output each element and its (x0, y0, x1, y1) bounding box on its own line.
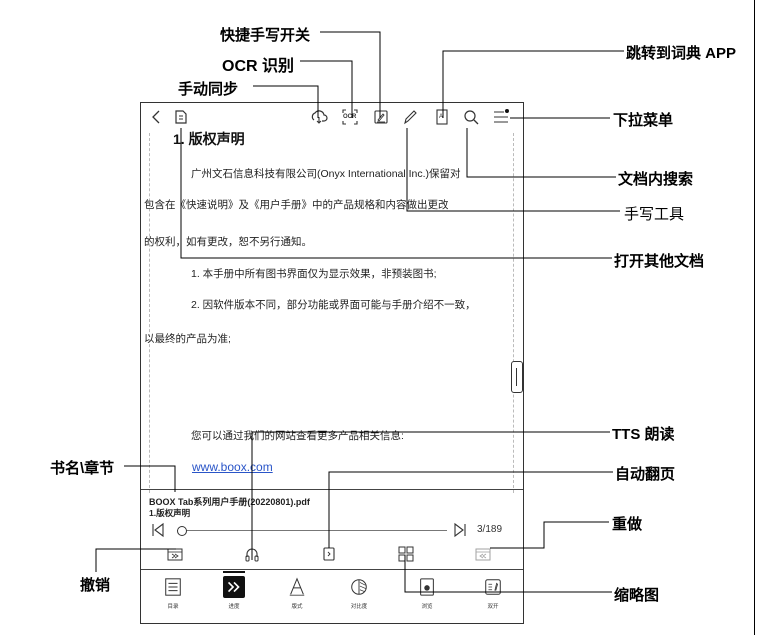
page-indicator: 3/189 (477, 524, 503, 535)
open-document-icon[interactable] (171, 107, 191, 127)
website-link[interactable]: www.boox.com (192, 460, 273, 474)
callout-auto-page (328, 471, 613, 548)
chapter-name: 1.版权声明 (149, 508, 191, 518)
side-drag-handle[interactable] (511, 361, 523, 393)
label-doc-search: 文档内搜索 (618, 171, 694, 188)
bottom-bar-divider (141, 569, 523, 570)
label-book-chapter: 书名\章节 (50, 460, 115, 477)
right-margin-guide (513, 133, 514, 493)
label-handwriting-tool: 手写工具 (624, 206, 685, 223)
layout-icon[interactable] (286, 576, 308, 598)
quick-handwriting-icon[interactable] (371, 107, 391, 127)
footer-divider (141, 489, 523, 490)
toc-icon[interactable] (162, 576, 184, 598)
tab-split-label: 双开 (487, 604, 499, 610)
label-auto-page: 自动翻页 (615, 466, 676, 483)
sync-icon[interactable] (309, 107, 329, 127)
callout-redo (490, 521, 609, 549)
label-quick-handwriting: 快捷手写开关 (220, 27, 311, 44)
pen-icon[interactable] (400, 107, 420, 127)
progress-knob[interactable] (177, 526, 187, 536)
ocr-icon-text: OCR (343, 114, 357, 120)
label-open-other-doc: 打开其他文档 (614, 253, 705, 270)
thumbnail-icon[interactable] (398, 546, 414, 562)
menu-icon[interactable] (491, 107, 511, 127)
callout-dictionary (442, 50, 624, 118)
label-undo: 撤销 (80, 577, 111, 594)
label-dictionary: 跳转到词典 APP (626, 45, 737, 62)
tab-contrast-label: 对比度 (350, 604, 368, 610)
contrast-icon[interactable] (348, 576, 370, 598)
split-view-icon[interactable] (482, 576, 504, 598)
callout-open-doc (180, 128, 612, 259)
book-title: BOOX Tab系列用户手册(20220801).pdf (149, 497, 310, 507)
first-page-icon[interactable] (151, 522, 165, 538)
dictionary-icon[interactable]: A (432, 107, 452, 127)
document-line: 您可以通过我们的网站查看更多产品相关信息: (191, 430, 404, 442)
browse-icon[interactable] (416, 576, 438, 598)
tab-layout-label: 版式 (291, 604, 303, 610)
label-redo: 重做 (612, 516, 643, 533)
progress-slider[interactable] (177, 526, 447, 536)
last-page-icon[interactable] (453, 522, 467, 538)
back-icon[interactable] (147, 107, 167, 127)
undo-icon[interactable] (167, 546, 183, 562)
callout-thumbnail (404, 555, 612, 593)
progress-tab-icon[interactable] (223, 576, 245, 598)
document-heading: 1. 版权声明 (173, 131, 245, 147)
callout-search (466, 128, 616, 178)
search-icon[interactable] (461, 107, 481, 127)
active-tab-indicator (223, 571, 245, 573)
callout-undo (95, 548, 176, 572)
label-dropdown-menu: 下拉菜单 (613, 112, 674, 129)
callout-manual-sync (253, 85, 319, 118)
document-line: 以最终的产品为准; (144, 333, 231, 345)
label-manual-sync: 手动同步 (178, 81, 239, 98)
callout-ocr (300, 60, 353, 118)
dictionary-icon-text: A (439, 114, 444, 120)
document-line: 包含在《快速说明》及《用户手册》中的产品规格和内容做出更改 (144, 199, 449, 211)
document-line: 2. 因软件版本不同，部分功能或界面可能与手册介绍不一致， (191, 299, 476, 311)
label-ocr: OCR 识别 (222, 58, 295, 75)
callout-tts (251, 431, 610, 560)
document-line: 广州文石信息科技有限公司(Onyx International Inc.)保留对 (191, 168, 461, 180)
page-right-border (754, 0, 755, 635)
label-tts: TTS 朗读 (612, 426, 675, 443)
redo-icon[interactable] (475, 546, 491, 562)
ocr-icon[interactable]: OCR (340, 107, 360, 127)
tab-browse-label: 浏览 (421, 604, 433, 610)
document-line: 1. 本手册中所有图书界面仅为显示效果，非预装图书; (191, 268, 437, 280)
callout-book-chapter (124, 465, 176, 492)
callout-quick-handwriting (320, 31, 381, 118)
device-screen: OCR A 1. 版权声明 广州文石信息科技有限公司(Onyx Internat… (140, 102, 524, 624)
label-thumbnail: 缩略图 (614, 587, 660, 604)
callout-handwriting-tool (406, 128, 620, 212)
left-margin-guide (149, 133, 150, 493)
document-line: 的权利，如有更改，恕不另行通知。 (144, 236, 312, 248)
tab-toc-label: 目录 (167, 604, 179, 610)
tab-progress-label: 进度 (228, 604, 240, 610)
